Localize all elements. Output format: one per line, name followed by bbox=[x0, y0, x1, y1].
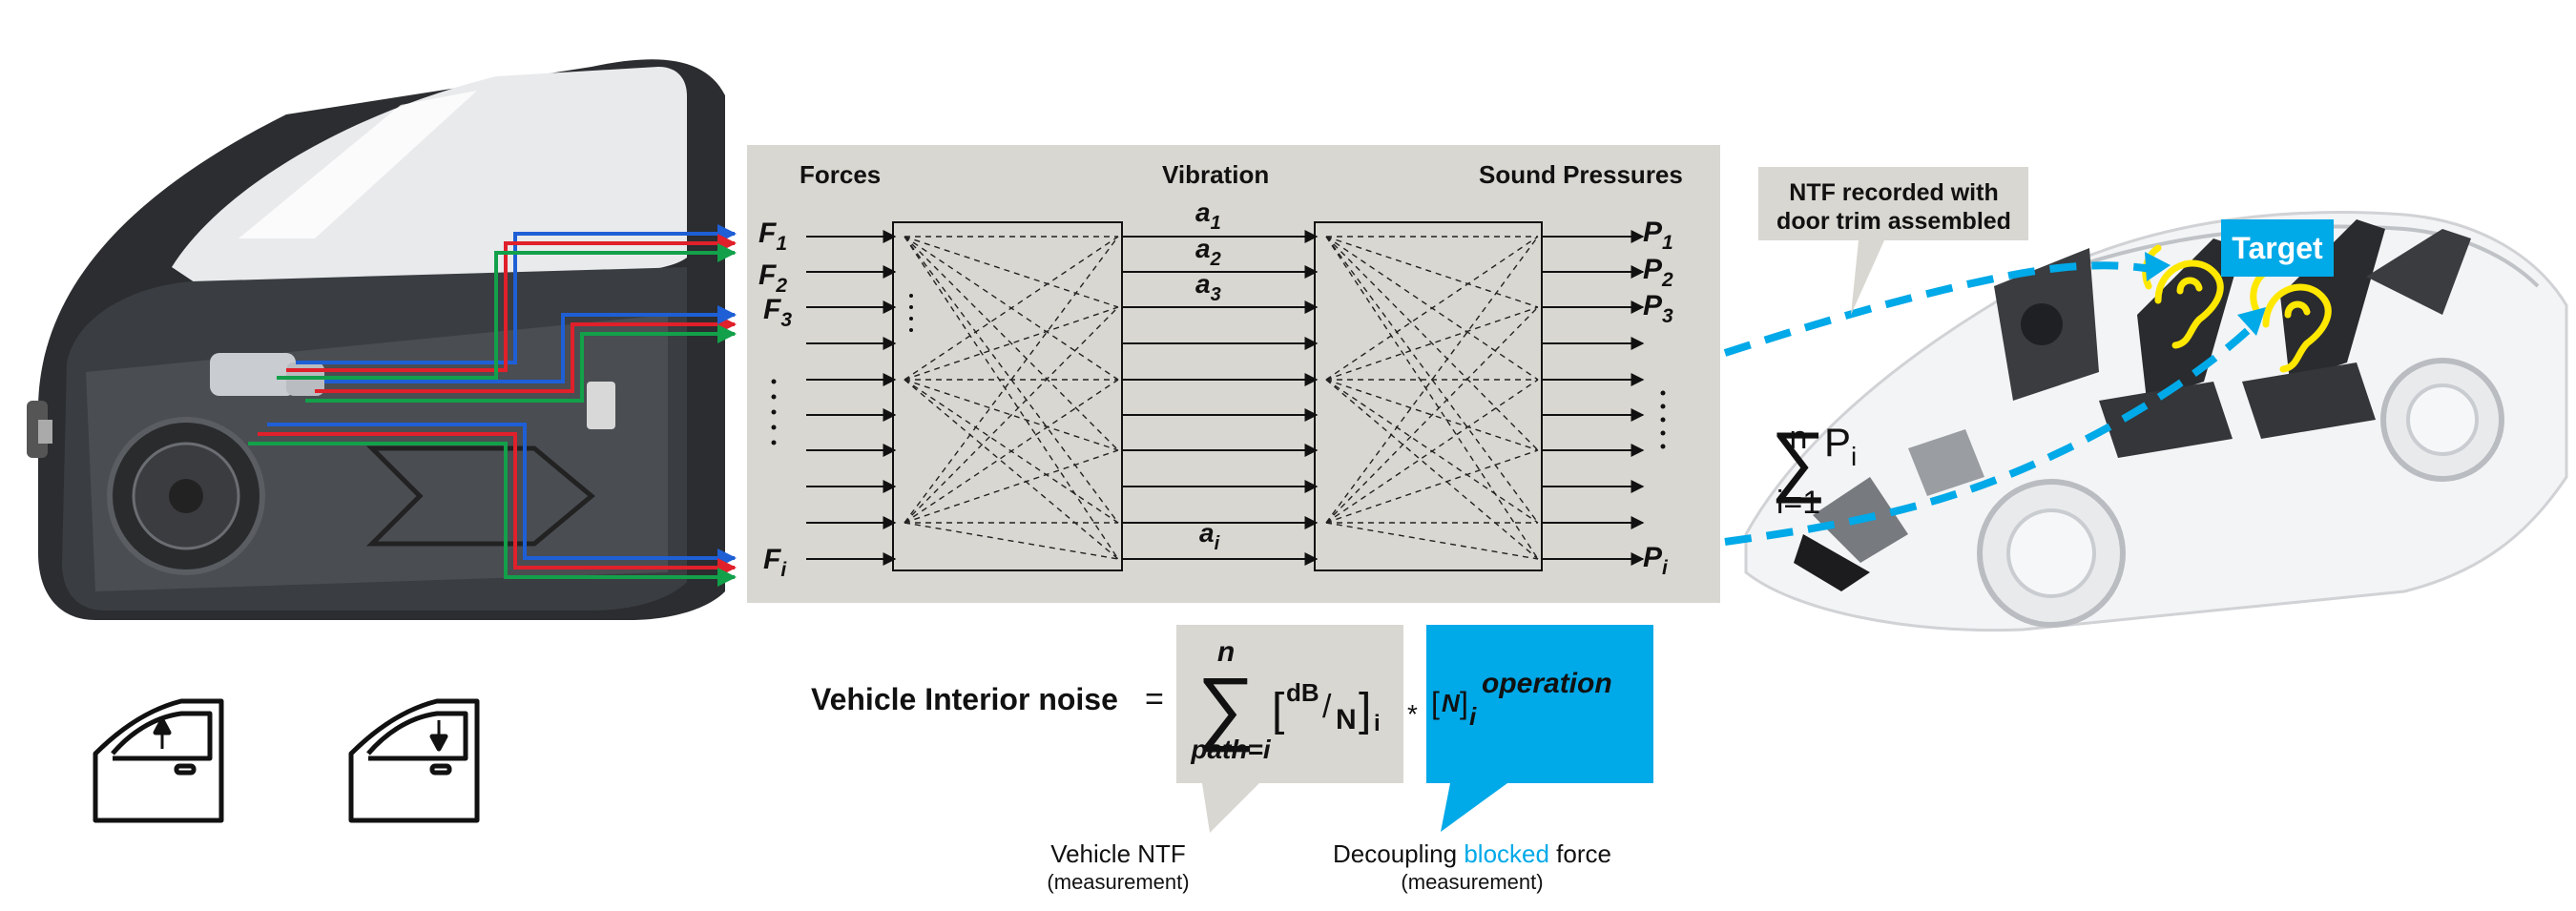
vibration-label-1: a1 bbox=[1195, 197, 1221, 234]
force-input-wires bbox=[248, 224, 737, 587]
coupling-paths bbox=[904, 236, 1539, 560]
car-cutaway-illustration bbox=[1744, 211, 2568, 632]
svg-text:operation: operation bbox=[1482, 668, 1612, 699]
ntf-callout-bubble bbox=[1758, 167, 2028, 315]
coupling-path bbox=[1325, 236, 1539, 524]
force-label-1: F1 bbox=[758, 217, 787, 255]
svg-text:N: N bbox=[1336, 704, 1357, 735]
ntf-callout-line1: NTF recorded with bbox=[1789, 179, 1998, 206]
sum-symbol: ∑ bbox=[1196, 661, 1255, 753]
ntf-caption-pointer bbox=[1202, 783, 1259, 833]
coupling-path bbox=[1325, 306, 1539, 524]
force-term-highlight bbox=[1426, 625, 1653, 783]
ntf-term: [ dB / N ] i bbox=[1272, 678, 1381, 736]
coupling-path bbox=[904, 236, 1119, 524]
path-arrowhead-2 bbox=[2237, 307, 2266, 336]
force-label-2: F2 bbox=[758, 259, 787, 297]
coupling-path bbox=[904, 236, 1119, 560]
svg-text:∑: ∑ bbox=[1771, 417, 1826, 504]
coupling-path bbox=[1325, 236, 1539, 381]
coupling-path bbox=[904, 522, 1119, 560]
sum-lower-path: path=i bbox=[1190, 735, 1271, 764]
path-arrowhead-1 bbox=[2145, 252, 2171, 281]
pressure-label-1: P1 bbox=[1643, 217, 1673, 254]
coupling-path bbox=[1325, 522, 1539, 560]
svg-text:]: ] bbox=[1359, 685, 1371, 735]
ellipsis-dots bbox=[771, 294, 1666, 449]
equation-lhs: Vehicle Interior noise bbox=[811, 682, 1118, 716]
pressure-label-i: Pi bbox=[1643, 542, 1669, 579]
svg-text:dB: dB bbox=[1286, 678, 1319, 707]
header-sound-pressures: Sound Pressures bbox=[1479, 160, 1683, 189]
matrix-box-left bbox=[892, 221, 1123, 571]
svg-text:i: i bbox=[1374, 711, 1381, 736]
caption-force-line2: (measurement) bbox=[1401, 870, 1543, 894]
coupling-path bbox=[1325, 236, 1539, 524]
ntf-callout-line2: door trim assembled bbox=[1776, 208, 2011, 235]
header-forces: Forces bbox=[800, 160, 881, 189]
vibration-label-3: a3 bbox=[1195, 269, 1221, 305]
vibration-label-i: ai bbox=[1199, 518, 1220, 554]
door-inner-panel-illustration bbox=[27, 59, 725, 620]
force-term: [ N ] i operation bbox=[1431, 668, 1612, 731]
caption-force-line1: Decoupling blocked force bbox=[1333, 839, 1611, 868]
target-badge bbox=[2221, 219, 2334, 277]
coupling-path bbox=[1325, 379, 1539, 524]
svg-text:]: ] bbox=[1460, 686, 1468, 720]
coupling-path bbox=[904, 236, 1119, 451]
sum-pressure-formula: n ∑ Pi i=1 bbox=[1771, 417, 1857, 521]
header-vibration: Vibration bbox=[1162, 160, 1269, 189]
force-label-i: Fi bbox=[763, 544, 787, 581]
caption-ntf-line2: (measurement) bbox=[1047, 870, 1189, 894]
svg-text:N: N bbox=[1442, 689, 1461, 717]
sum-upper-n: n bbox=[1217, 636, 1235, 668]
svg-text:/: / bbox=[1322, 689, 1332, 725]
vibration-label-2: a2 bbox=[1195, 234, 1221, 270]
matrix-box-right bbox=[1314, 221, 1543, 571]
propagation-paths bbox=[1723, 261, 2259, 546]
window-up-icon bbox=[93, 698, 224, 823]
window-down-icon bbox=[348, 698, 480, 823]
coupling-path bbox=[904, 236, 1119, 381]
coupling-path bbox=[904, 379, 1119, 560]
coupling-path bbox=[1325, 236, 1539, 560]
coupling-path bbox=[904, 306, 1119, 524]
coupling-path bbox=[1325, 379, 1539, 560]
svg-text:i=1: i=1 bbox=[1776, 485, 1820, 521]
svg-text:[: [ bbox=[1431, 686, 1440, 720]
matrix-arrows bbox=[806, 230, 1645, 566]
svg-text:i: i bbox=[1469, 702, 1477, 731]
coupling-path bbox=[904, 379, 1119, 524]
equation-times: * bbox=[1407, 699, 1418, 729]
svg-text:[: [ bbox=[1272, 685, 1284, 735]
target-label: Target bbox=[2232, 231, 2323, 265]
svg-text:Pi: Pi bbox=[1824, 420, 1857, 471]
force-caption-pointer bbox=[1441, 783, 1507, 832]
pressure-label-3: P3 bbox=[1643, 290, 1673, 327]
equation-equals: = bbox=[1145, 681, 1164, 717]
svg-text:n: n bbox=[1790, 420, 1808, 456]
coupling-path bbox=[1325, 236, 1539, 451]
pressure-label-2: P2 bbox=[1643, 254, 1673, 291]
force-label-3: F3 bbox=[763, 294, 792, 331]
ntf-term-highlight bbox=[1176, 625, 1403, 783]
caption-ntf-line1: Vehicle NTF bbox=[1050, 839, 1186, 868]
